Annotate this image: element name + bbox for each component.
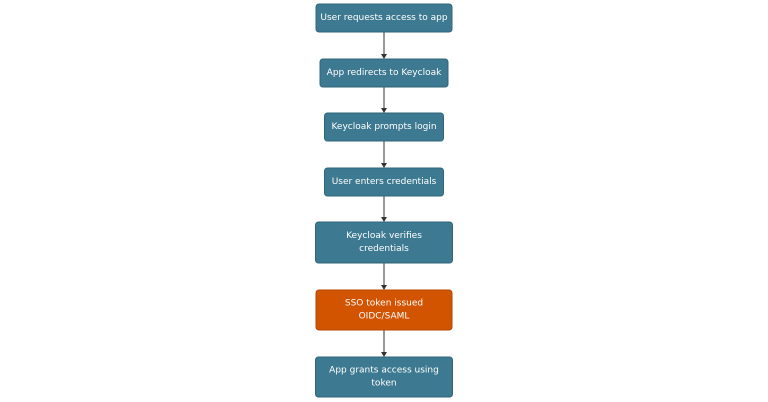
node-label: App redirects to Keycloak xyxy=(327,68,442,78)
edge-credentials-to-verify xyxy=(381,196,387,222)
node-grant: App grants access using token xyxy=(315,356,453,398)
node-box xyxy=(324,167,444,197)
node-prompt: Keycloak prompts login xyxy=(324,112,444,142)
arrow-head-icon xyxy=(381,108,387,113)
node-label: Keycloak verifies xyxy=(346,231,422,241)
edge-redirect-to-prompt xyxy=(381,87,387,113)
node-label: User enters credentials xyxy=(332,177,437,187)
node-label: token xyxy=(371,379,396,389)
node-box xyxy=(319,58,449,88)
node-box xyxy=(315,3,453,33)
node-label: Keycloak prompts login xyxy=(331,122,436,132)
node-verify: Keycloak verifies credentials xyxy=(315,221,453,264)
node-box xyxy=(315,221,453,264)
edge-token-to-grant xyxy=(381,330,387,357)
arrow-head-icon xyxy=(381,163,387,168)
node-box xyxy=(324,112,444,142)
edges xyxy=(381,32,387,357)
node-redirect: App redirects to Keycloak xyxy=(319,58,449,88)
arrow-head-icon xyxy=(381,285,387,290)
node-box xyxy=(315,289,453,331)
arrow-head-icon xyxy=(381,54,387,59)
node-label: App grants access using xyxy=(329,366,439,376)
node-request: User requests access to app xyxy=(315,3,453,33)
edge-prompt-to-credentials xyxy=(381,141,387,168)
node-label: SSO token issued xyxy=(345,299,423,309)
arrow-head-icon xyxy=(381,352,387,357)
node-label: User requests access to app xyxy=(320,13,447,23)
node-label: credentials xyxy=(359,244,409,254)
arrow-head-icon xyxy=(381,217,387,222)
node-label: OIDC/SAML xyxy=(359,312,410,322)
node-box xyxy=(315,356,453,398)
node-credentials: User enters credentials xyxy=(324,167,444,197)
edge-verify-to-token xyxy=(381,263,387,290)
edge-request-to-redirect xyxy=(381,32,387,59)
